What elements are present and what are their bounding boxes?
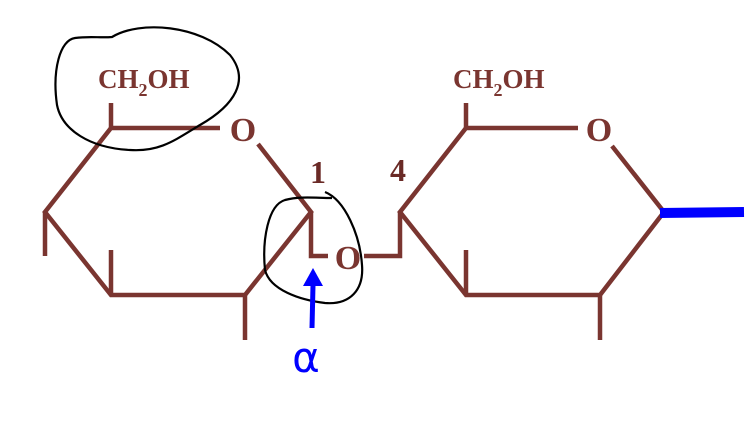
right-ring-bonds xyxy=(397,125,667,298)
left-ring-oxygen: O xyxy=(230,112,256,149)
glycosidic-oxygen: O xyxy=(335,240,361,277)
right-ring-oxygen: O xyxy=(586,112,612,149)
alpha-label: α xyxy=(292,333,320,382)
handdrawn-circle-ch2oh xyxy=(54,26,240,152)
left-c1-glycosidic-bond xyxy=(308,212,328,259)
right-ch2oh-label: CH2OH xyxy=(453,64,545,100)
handdrawn-circle-c1 xyxy=(263,190,364,305)
carbon-1-label: 1 xyxy=(310,154,326,190)
left-ring-bonds xyxy=(42,125,314,298)
right-c1-highlight-bond xyxy=(659,207,745,218)
left-ch2oh-label: CH2OH xyxy=(98,64,190,100)
carbon-4-label: 4 xyxy=(390,152,406,188)
right-c4-glycosidic-bond xyxy=(364,212,403,259)
arrow-up-icon xyxy=(303,268,323,329)
